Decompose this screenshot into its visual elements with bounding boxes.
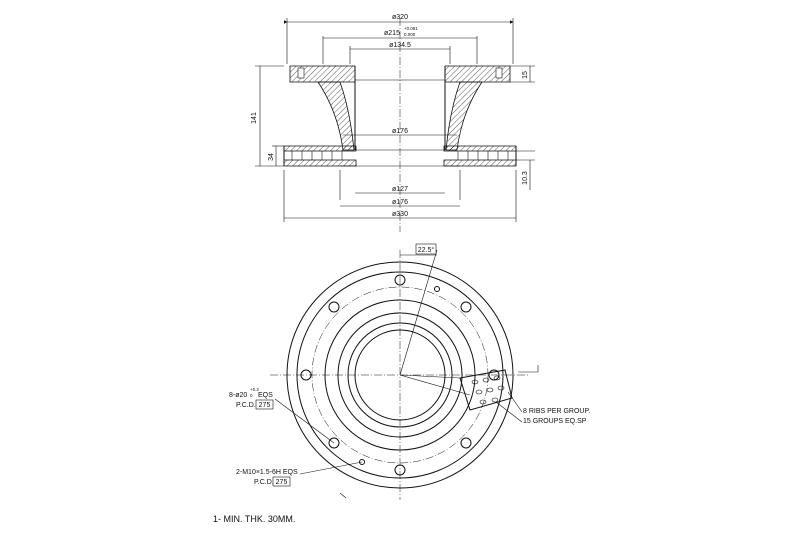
flange-hole-left	[297, 67, 305, 79]
threads-note: 2-M10×1.5-6H EQS P.C.D. 275	[236, 469, 298, 487]
disc-bottom-right	[443, 159, 517, 167]
threads-pcd-label: P.C.D.	[254, 479, 274, 486]
dim-vent-height: 10.3	[522, 171, 529, 185]
holes-note-line1: 8-ø20	[229, 392, 247, 399]
dim-disc-thickness: 34	[268, 153, 275, 161]
thread-hole	[359, 459, 365, 465]
dim-bore: ø215	[384, 30, 400, 37]
threads-note-line1: 2-M10×1.5-6H EQS	[236, 469, 298, 476]
dim-hub-bottom: ø127	[392, 186, 408, 193]
bolt-holes	[300, 274, 500, 476]
hat-wall-right	[445, 81, 483, 151]
dim-od-flange: ø320	[392, 14, 408, 21]
ribs-note: 8 RIBS PER GROUP. 15 GROUPS EQ.SP	[523, 408, 590, 425]
dim-hub-mid: ø176	[392, 128, 408, 135]
dim-inner-flange: ø134.5	[389, 42, 411, 49]
bolt-hole	[394, 274, 406, 286]
vent-ribs	[291, 151, 509, 160]
holes-pcd-value: 275	[259, 402, 271, 409]
holes-pcd-label: P.C.D.	[236, 402, 256, 409]
disc-top-right	[443, 145, 517, 152]
thread-hole	[434, 286, 440, 292]
hat-wall-left	[317, 81, 355, 151]
bolt-hole	[328, 437, 340, 449]
section-view: ø320 ø215 +0.081 0.000 ø134.5 ø176 ø127 …	[251, 14, 535, 232]
bolt-hole	[394, 464, 406, 476]
bolt-hole	[488, 369, 500, 381]
flange-hole-right	[495, 67, 503, 79]
bolt-hole	[328, 301, 340, 313]
disc-bottom-left	[283, 159, 357, 167]
holes-note-tol: +0.2	[250, 387, 259, 392]
rib-detail	[399, 365, 539, 423]
dim-total-height: 141	[251, 112, 258, 124]
dim-flange-thickness: 15	[522, 71, 529, 79]
holes-note: 8-ø20 +0.2 0 EQS P.C.D. 275	[229, 387, 274, 410]
bolt-hole	[300, 369, 312, 381]
ribs-note-line2: 15 GROUPS EQ.SP	[523, 418, 587, 425]
ribs-note-line1: 8 RIBS PER GROUP.	[523, 408, 590, 415]
dim-disc-od: ø330	[392, 211, 408, 218]
disc-top-left	[283, 145, 357, 152]
angle-label: 22.5°	[418, 246, 435, 254]
footnote: 1- MIN. THK. 30MM.	[213, 514, 295, 524]
dim-bore-lower: 0.000	[404, 32, 416, 37]
threads-pcd-value: 275	[276, 479, 288, 486]
bolt-hole	[460, 437, 472, 449]
dim-hub-base: ø176	[392, 199, 408, 206]
dim-bore-upper: +0.081	[404, 26, 418, 31]
holes-note-tol2: 0	[250, 393, 253, 398]
holes-note-suffix: EQS	[258, 392, 273, 399]
bolt-hole	[460, 301, 472, 313]
front-view: 22.5°	[270, 243, 539, 500]
